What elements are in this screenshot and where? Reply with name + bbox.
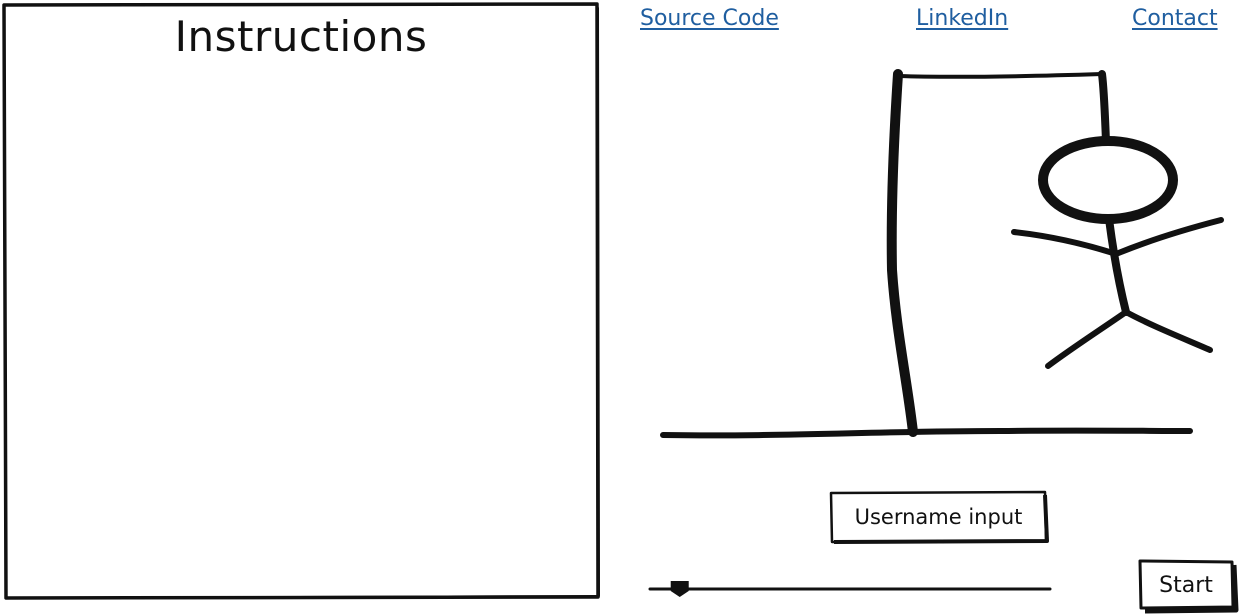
slider-control[interactable] <box>650 576 1050 602</box>
contact-link[interactable]: Contact <box>1132 6 1218 31</box>
instructions-title: Instructions <box>174 12 428 61</box>
hangman-head <box>1038 136 1178 224</box>
gallows-pole <box>886 69 918 437</box>
username-input[interactable] <box>833 495 1044 539</box>
hangman-right-leg <box>1123 309 1213 353</box>
hangman-left-arm <box>1011 229 1119 257</box>
gallows-rope <box>1098 70 1110 146</box>
gallows-beam <box>896 72 1104 79</box>
start-button-frame <box>1138 559 1239 614</box>
instructions-panel <box>2 2 600 600</box>
hangman-right-arm <box>1113 217 1224 257</box>
hangman-figure <box>1011 136 1224 369</box>
gallows-base <box>660 427 1193 439</box>
source-code-link[interactable]: Source Code <box>640 6 779 31</box>
slider-track <box>648 587 1052 591</box>
slider-thumb <box>670 581 689 597</box>
gallows <box>660 69 1193 439</box>
slider <box>648 581 1052 597</box>
hangman-body <box>1105 215 1130 316</box>
hangman-left-leg <box>1045 309 1129 369</box>
username-input-frame <box>829 490 1049 544</box>
start-button[interactable]: Start <box>1142 563 1230 607</box>
linkedin-link[interactable]: LinkedIn <box>916 6 1009 31</box>
